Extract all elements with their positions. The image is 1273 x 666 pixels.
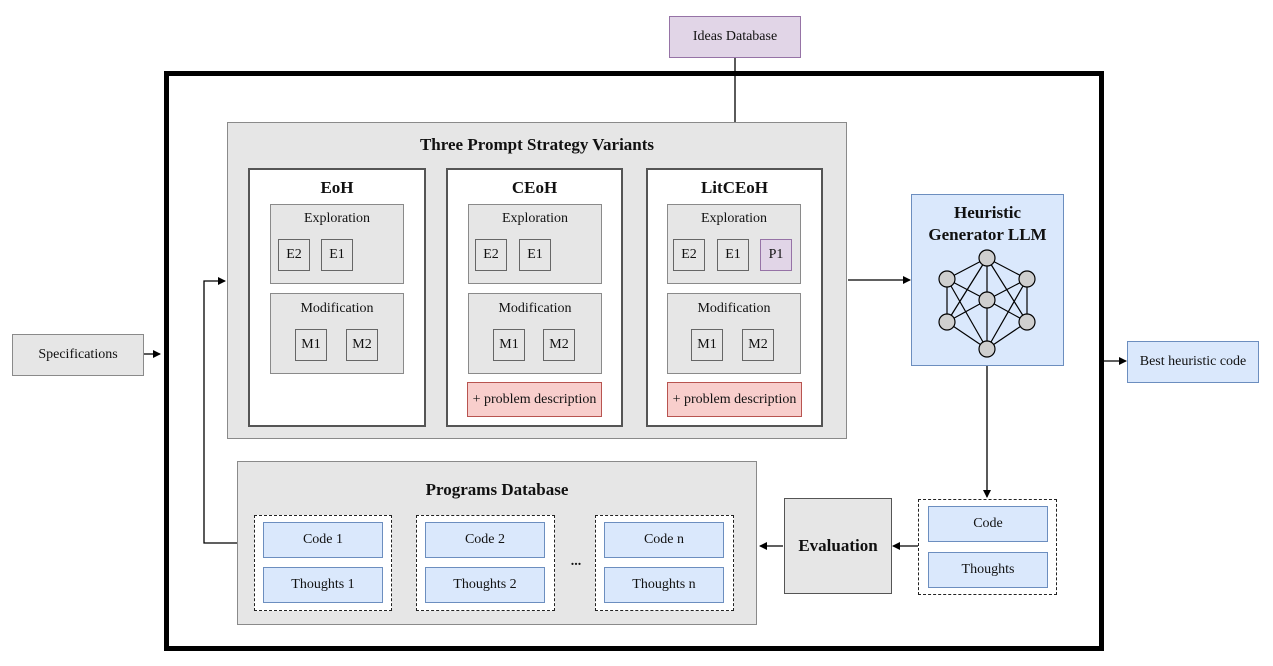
- program-thoughts: Thoughts n: [604, 567, 724, 603]
- ceoh-m1: M1: [493, 329, 525, 361]
- llm-title-line2: Generator LLM: [928, 225, 1047, 244]
- evaluation-box: Evaluation: [784, 498, 892, 594]
- eoh-e2: E2: [278, 239, 310, 271]
- system-frame: [164, 71, 1104, 651]
- best-code-box: Best heuristic code: [1127, 341, 1259, 383]
- litceoh-e1: E1: [717, 239, 749, 271]
- output-thoughts: Thoughts: [928, 552, 1048, 588]
- litceoh-modification-label: Modification: [697, 301, 771, 316]
- neural-network-icon: [938, 249, 1036, 358]
- ceoh-e2: E2: [475, 239, 507, 271]
- best-code-label: Best heuristic code: [1139, 354, 1247, 369]
- specifications-box: Specifications: [12, 334, 144, 376]
- program-code: Code 1: [263, 522, 383, 558]
- litceoh-e2: E2: [673, 239, 705, 271]
- programs-database-title: Programs Database: [425, 480, 569, 499]
- output-code: Code: [928, 506, 1048, 542]
- programs-ellipsis: ...: [570, 554, 582, 569]
- eoh-modification: Modification: [270, 293, 404, 374]
- ceoh-m2: M2: [543, 329, 575, 361]
- litceoh-m1: M1: [691, 329, 723, 361]
- eoh-exploration-label: Exploration: [303, 211, 371, 226]
- heuristic-generator-llm: Heuristic Generator LLM: [911, 194, 1064, 366]
- litceoh-p1: P1: [760, 239, 792, 271]
- ideas-database-label: Ideas Database: [692, 29, 778, 44]
- program-code: Code 2: [425, 522, 545, 558]
- litceoh-problem-description: + problem description: [667, 382, 802, 417]
- variant-ceoh-title: CEoH: [511, 178, 558, 197]
- program-code: Code n: [604, 522, 724, 558]
- ceoh-problem-description: + problem description: [467, 382, 602, 417]
- ceoh-modification: Modification: [468, 293, 602, 374]
- eoh-modification-label: Modification: [300, 301, 374, 316]
- eoh-e1: E1: [321, 239, 353, 271]
- eoh-m2: M2: [346, 329, 378, 361]
- litceoh-m2: M2: [742, 329, 774, 361]
- ceoh-modification-label: Modification: [498, 301, 572, 316]
- ceoh-exploration-label: Exploration: [501, 211, 569, 226]
- llm-title-line1: Heuristic: [953, 203, 1022, 222]
- prompt-variants-title: Three Prompt Strategy Variants: [419, 135, 655, 154]
- variant-eoh-title: EoH: [320, 178, 354, 197]
- ceoh-e1: E1: [519, 239, 551, 271]
- variant-litceoh-title: LitCEoH: [700, 178, 769, 197]
- eoh-m1: M1: [295, 329, 327, 361]
- program-thoughts: Thoughts 2: [425, 567, 545, 603]
- program-thoughts: Thoughts 1: [263, 567, 383, 603]
- specifications-label: Specifications: [38, 347, 118, 362]
- litceoh-exploration-label: Exploration: [700, 211, 768, 226]
- litceoh-modification: Modification: [667, 293, 801, 374]
- ideas-database: Ideas Database: [669, 16, 801, 58]
